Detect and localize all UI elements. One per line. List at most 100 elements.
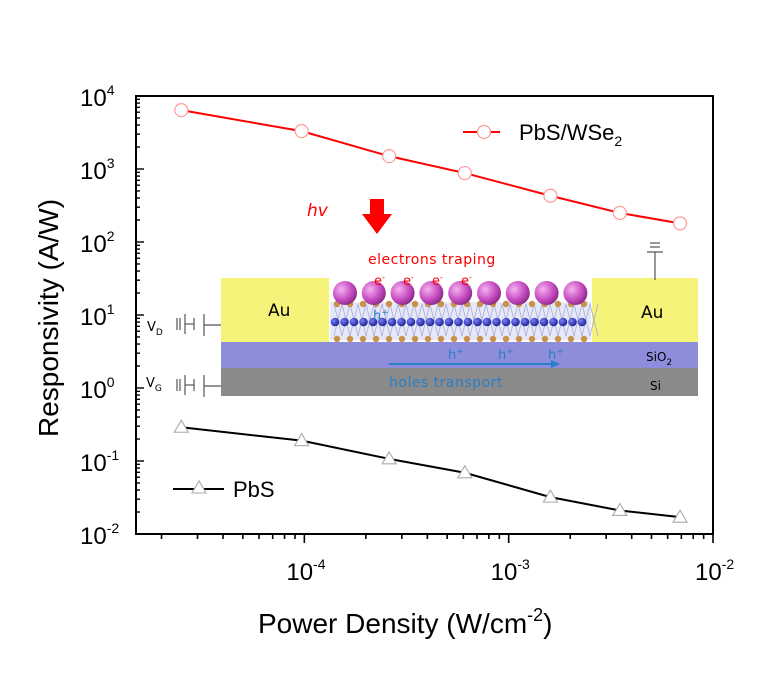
selenium-atom xyxy=(528,335,536,343)
tungsten-atom xyxy=(454,317,463,327)
selenium-atom xyxy=(567,335,575,343)
data-point-pbs-wse2 xyxy=(612,205,627,221)
selenium-atom xyxy=(385,335,393,343)
legend-label-pbs: PbS xyxy=(233,477,275,502)
gate-battery-icon xyxy=(176,375,221,397)
legend-marker-triangle xyxy=(191,479,207,494)
electron-label: e- xyxy=(461,273,472,289)
au-electrode-right xyxy=(592,278,698,342)
selenium-atom xyxy=(359,335,367,343)
tungsten-atom xyxy=(378,317,387,327)
ground-icon xyxy=(647,242,663,280)
selenium-atom xyxy=(554,300,562,308)
legend-pbs-wse2: PbS/WSe2 xyxy=(463,120,622,149)
tungsten-atom xyxy=(349,317,359,327)
lattice-hole-label: h+ xyxy=(373,308,389,324)
holes-transport-label: holes transport xyxy=(389,375,503,391)
wse2-lattice xyxy=(330,300,599,343)
data-point-pbs-wse2 xyxy=(543,188,558,203)
tungsten-atom xyxy=(492,317,501,327)
x-tick-label: 10-4 xyxy=(286,556,325,586)
data-series xyxy=(173,103,689,523)
tungsten-atom xyxy=(330,317,340,327)
selenium-atom xyxy=(450,335,458,343)
data-point-pbs-wse2 xyxy=(382,149,397,164)
data-point-pbs xyxy=(381,450,398,465)
tungsten-atom xyxy=(482,317,492,327)
y-tick-label: 102 xyxy=(80,228,115,258)
selenium-atom xyxy=(372,335,380,343)
legend-pbs: PbS xyxy=(173,477,275,502)
tungsten-atom xyxy=(577,317,587,327)
tungsten-atom xyxy=(406,317,416,327)
electrons-trapping-label: electrons traping xyxy=(368,252,496,268)
lattice-bond xyxy=(525,303,535,337)
light-arrow-icon xyxy=(362,199,392,234)
y-tick-label: 10-1 xyxy=(80,447,119,477)
selenium-atom xyxy=(333,335,341,343)
transport-arrowhead-icon xyxy=(551,360,560,368)
y-axis-ticks xyxy=(136,95,144,535)
selenium-atom xyxy=(489,335,497,343)
data-point-pbs xyxy=(456,464,473,479)
quantum-dot xyxy=(419,281,444,305)
electron-label: e- xyxy=(432,273,443,289)
selenium-atom xyxy=(411,335,419,343)
pbs-quantum-dots xyxy=(333,281,588,305)
lattice-bond xyxy=(589,303,599,337)
tungsten-atom xyxy=(387,317,397,327)
quantum-dot xyxy=(477,281,501,305)
data-point-pbs-wse2 xyxy=(174,103,189,118)
vd-label: VD xyxy=(147,320,163,338)
selenium-atom xyxy=(502,335,510,343)
lattice-bond xyxy=(373,303,383,337)
holes-transport-labels: h+h+h+ xyxy=(448,347,564,363)
quantum-dot xyxy=(361,281,386,305)
y-tick-label: 100 xyxy=(80,374,115,404)
selenium-atom xyxy=(502,300,510,308)
transport-hole-label: h+ xyxy=(548,347,564,363)
lattice-bond xyxy=(421,303,431,337)
selenium-atom xyxy=(515,335,523,343)
device-schematic-inset: Au Au SiO2 Si h+h+h+ holes transport h+ … xyxy=(146,199,698,397)
quantum-dot xyxy=(448,281,473,305)
selenium-atom xyxy=(463,335,471,343)
selenium-atom xyxy=(437,300,445,308)
selenium-atom xyxy=(424,335,432,343)
selenium-atom xyxy=(580,335,588,343)
quantum-dot xyxy=(563,281,588,305)
lattice-bond xyxy=(581,303,591,337)
legend-marker-circle xyxy=(476,124,492,140)
data-point-pbs-wse2 xyxy=(672,216,688,231)
tungsten-atom xyxy=(549,317,558,327)
au-label-right: Au xyxy=(641,303,663,323)
tungsten-atom xyxy=(473,317,482,327)
quantum-dot xyxy=(390,281,415,305)
selenium-atom xyxy=(411,300,419,308)
tungsten-atom xyxy=(359,317,368,327)
y-axis-title: Responsivity (A/W) xyxy=(33,199,64,437)
hv-label: hv xyxy=(307,201,329,221)
x-axis-title: Power Density (W/cm-2) xyxy=(258,605,553,639)
tungsten-atom xyxy=(416,317,425,327)
y-tick-label: 10-2 xyxy=(80,520,119,550)
tungsten-atom xyxy=(397,317,406,327)
x-tick-label: 10-2 xyxy=(695,556,734,586)
x-axis-ticks xyxy=(160,534,714,543)
transport-hole-label: h+ xyxy=(498,347,514,363)
tungsten-atom xyxy=(435,317,444,327)
au-label-left: Au xyxy=(268,301,290,321)
y-tick-label: 103 xyxy=(80,155,115,185)
x-axis-tick-labels: 10-4 10-3 10-2 xyxy=(286,556,734,586)
x-tick-label: 10-3 xyxy=(491,556,530,586)
tungsten-atom xyxy=(425,317,435,327)
quantum-dot xyxy=(534,281,559,305)
y-tick-label: 101 xyxy=(80,301,115,331)
data-point-pbs xyxy=(672,509,689,523)
selenium-atom xyxy=(398,335,406,343)
si-label: Si xyxy=(650,379,661,393)
selenium-atom xyxy=(359,300,367,308)
drain-battery-icon xyxy=(176,314,221,336)
data-point-pbs xyxy=(293,432,310,447)
